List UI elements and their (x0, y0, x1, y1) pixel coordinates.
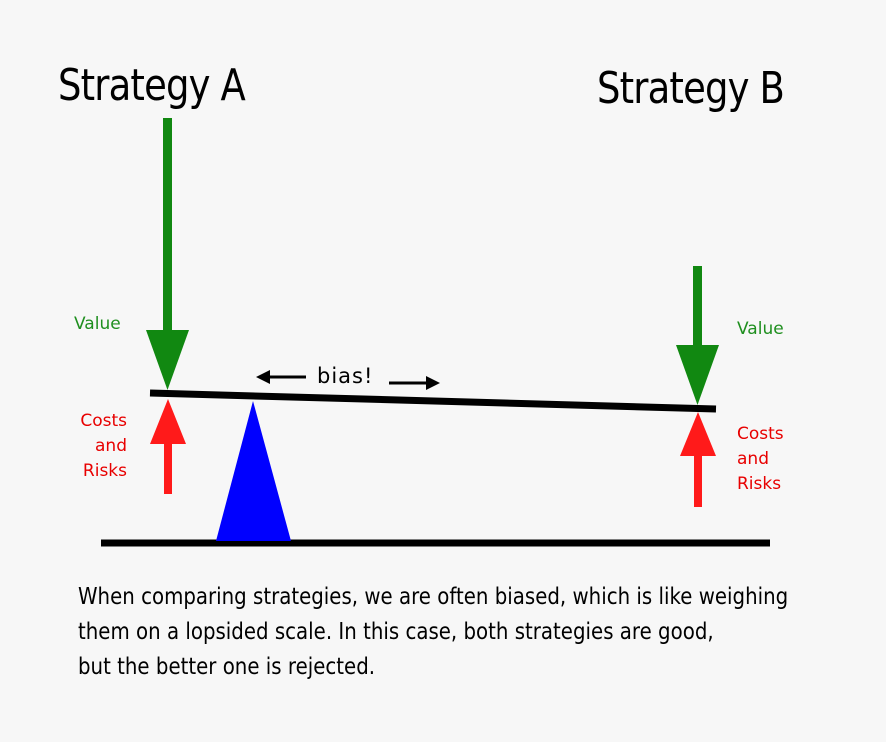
caption-line-1: When comparing strategies, we are often … (78, 584, 789, 610)
cost-arrow-b (680, 412, 716, 507)
value-arrow-a (146, 118, 189, 390)
value-label-b: Value (737, 319, 784, 339)
caption: When comparing strategies, we are often … (78, 580, 789, 685)
caption-line-2: them on a lopsided scale. In this case, … (78, 619, 714, 645)
fulcrum-triangle (216, 401, 291, 541)
costs-risks-label-b: Costs and Risks (737, 424, 784, 494)
cost-arrow-a (150, 399, 186, 494)
arrow-right-icon (389, 376, 440, 390)
strategy-a-title: Strategy A (58, 60, 246, 111)
arrow-left-icon (256, 370, 306, 384)
bias-label: bias! (317, 364, 374, 388)
scale-beam (149, 389, 717, 413)
strategy-b-title: Strategy B (597, 63, 785, 114)
value-label-a: Value (74, 314, 121, 334)
costs-risks-label-a: Costs and Risks (80, 411, 127, 481)
caption-line-3: but the better one is rejected. (78, 654, 376, 680)
value-arrow-b (676, 266, 719, 405)
